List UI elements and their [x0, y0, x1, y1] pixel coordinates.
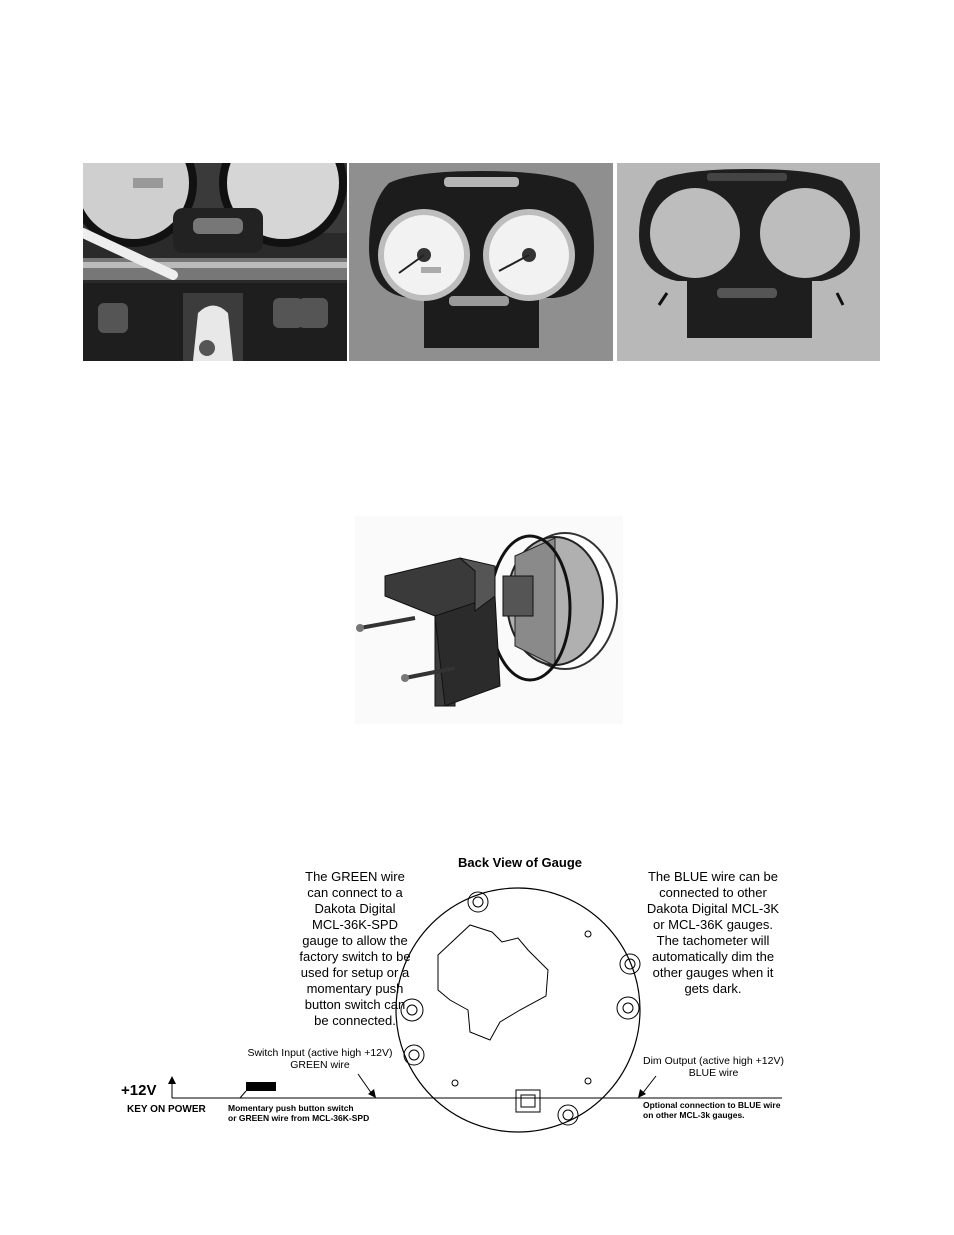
- gauge-back-outline: [395, 887, 641, 1133]
- circuit-board-outline: [437, 924, 549, 1041]
- green-wire-description: The GREEN wire can connect to a Dakota D…: [299, 869, 411, 1028]
- gauge-housing-photo: [349, 163, 613, 361]
- diagram-title: Back View of Gauge: [457, 855, 583, 870]
- key-on-power-label: KEY ON POWER: [127, 1104, 206, 1115]
- push-button-switch: [246, 1082, 276, 1091]
- exploded-gauge-mount-drawing: [355, 516, 623, 724]
- switch-input-label: Switch Input (active high +12V) GREEN wi…: [247, 1047, 393, 1071]
- power-arrow-icon: [168, 1076, 176, 1084]
- empty-bezel-photo: [617, 163, 880, 361]
- power-label: +12V: [121, 1082, 157, 1099]
- optional-connection-label: Optional connection to BLUE wire on othe…: [643, 1100, 781, 1120]
- blue-wire-description: The BLUE wire can be connected to other …: [646, 869, 780, 996]
- momentary-switch-label: Momentary push button switch or GREEN wi…: [228, 1103, 370, 1123]
- dim-output-label: Dim Output (active high +12V) BLUE wire: [643, 1055, 784, 1079]
- wire-connector: [515, 1089, 541, 1113]
- dash-installed-photo: [83, 163, 347, 361]
